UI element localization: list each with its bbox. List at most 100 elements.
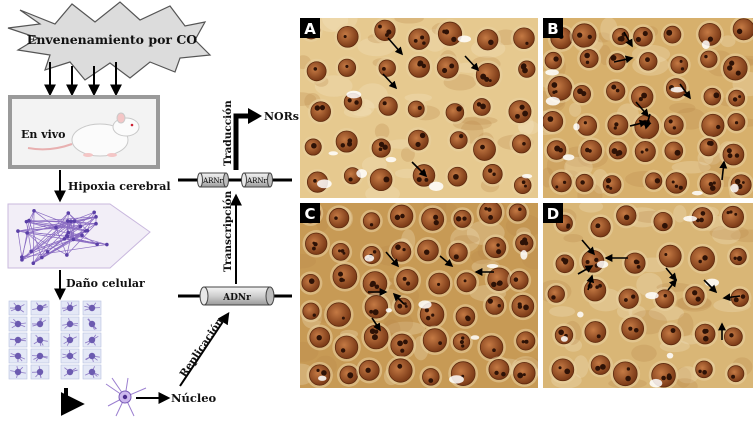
stained-nucleus: [658, 322, 683, 347]
stained-nucleus: [451, 207, 474, 230]
stained-nucleus: [509, 132, 533, 156]
stained-nucleus: [360, 210, 383, 233]
network-node: [29, 249, 33, 253]
stained-nucleus: [642, 170, 664, 192]
stained-nucleus: [300, 300, 322, 322]
network-node: [63, 237, 67, 241]
stained-nucleus: [304, 59, 329, 84]
stained-nucleus: [369, 136, 393, 160]
stained-nucleus: [332, 333, 361, 362]
stained-nucleus: [661, 23, 684, 46]
stained-nucleus: [507, 268, 531, 292]
stained-nucleus: [614, 203, 640, 229]
stained-nucleus: [308, 99, 334, 125]
arrow-translation-head: [248, 108, 262, 124]
stained-nucleus: [582, 319, 609, 346]
damaged-cell: [61, 333, 79, 347]
network-node: [66, 219, 70, 223]
stained-nucleus: [697, 136, 720, 159]
stained-nucleus: [330, 262, 360, 292]
stained-nucleus: [334, 23, 361, 50]
stained-nucleus: [367, 166, 395, 194]
replication-label: Replicación: [178, 316, 227, 380]
network-node: [95, 242, 99, 246]
stained-nucleus: [578, 137, 605, 164]
stained-nucleus: [376, 94, 400, 118]
stained-nucleus: [692, 321, 718, 347]
in-vivo-label: En vivo: [21, 128, 66, 141]
stained-nucleus: [553, 252, 577, 276]
stained-nucleus: [356, 357, 382, 383]
stained-nucleus: [721, 53, 751, 83]
stained-nucleus: [622, 250, 648, 276]
stained-nucleus: [549, 356, 577, 384]
stained-nucleus: [388, 331, 416, 359]
stained-nucleus: [306, 362, 332, 388]
stained-nucleus: [653, 287, 677, 311]
network-node: [40, 256, 44, 260]
hook-arrow: [66, 388, 80, 404]
stained-nucleus: [454, 270, 479, 295]
stained-nucleus: [516, 58, 538, 80]
stained-nucleus: [549, 169, 575, 195]
rna-label-2: ARNr: [246, 177, 267, 185]
panel-letter-c: C: [300, 203, 320, 223]
network-node: [72, 238, 76, 242]
panel-b: [527, 16, 753, 208]
stained-nucleus: [606, 139, 629, 162]
stained-nucleus: [506, 98, 534, 126]
network-node: [79, 225, 83, 229]
stained-nucleus: [725, 111, 748, 134]
stained-nucleus: [511, 359, 539, 387]
stained-nucleus: [329, 240, 352, 263]
network-node: [65, 234, 69, 238]
rna-cylinder-1: ARNr: [198, 173, 229, 187]
transcription-label: Transcripción: [222, 190, 234, 272]
stained-nucleus: [619, 315, 647, 343]
stained-nucleus: [326, 205, 352, 231]
damaged-cell: [31, 365, 49, 379]
stained-nucleus: [302, 136, 324, 158]
network-node: [32, 209, 36, 213]
stained-nucleus: [552, 323, 576, 347]
stained-nucleus: [668, 53, 691, 76]
stained-nucleus: [376, 57, 399, 80]
stained-nucleus: [577, 47, 601, 71]
stained-nucleus: [443, 101, 467, 125]
network-node: [92, 210, 96, 214]
network-node: [25, 231, 29, 235]
stained-nucleus: [324, 300, 354, 330]
network-node: [105, 243, 109, 247]
in-vivo-box: En vivo: [10, 97, 158, 167]
stained-nucleus: [728, 172, 753, 198]
stained-nucleus: [514, 329, 538, 353]
stained-nucleus: [693, 358, 716, 381]
damaged-cell: [83, 333, 101, 347]
stained-nucleus: [588, 214, 614, 240]
stained-nucleus: [405, 98, 427, 120]
svg-text:A: A: [304, 20, 316, 38]
damaged-cell: [61, 349, 79, 363]
stained-nucleus: [307, 324, 333, 350]
panel-letter-d: D: [543, 203, 563, 223]
stained-nucleus: [372, 17, 399, 44]
damage-label: Daño celular: [66, 277, 145, 290]
svg-text:C: C: [304, 205, 315, 223]
stained-nucleus: [721, 325, 745, 349]
network-node: [31, 261, 35, 265]
rna-strand: ARNr ARNr: [178, 173, 292, 187]
dna-label: ADNr: [222, 293, 251, 303]
stained-nucleus: [406, 26, 433, 53]
stained-nucleus: [419, 366, 442, 389]
stained-nucleus: [570, 82, 593, 105]
stained-nucleus: [588, 353, 613, 378]
stained-nucleus: [726, 87, 748, 109]
network-node: [46, 250, 50, 254]
stained-nucleus: [506, 201, 529, 224]
stained-nucleus: [727, 245, 749, 267]
stained-nucleus: [616, 286, 641, 311]
stained-nucleus: [482, 234, 508, 260]
network-node: [27, 219, 31, 223]
stained-nucleus: [299, 271, 323, 295]
